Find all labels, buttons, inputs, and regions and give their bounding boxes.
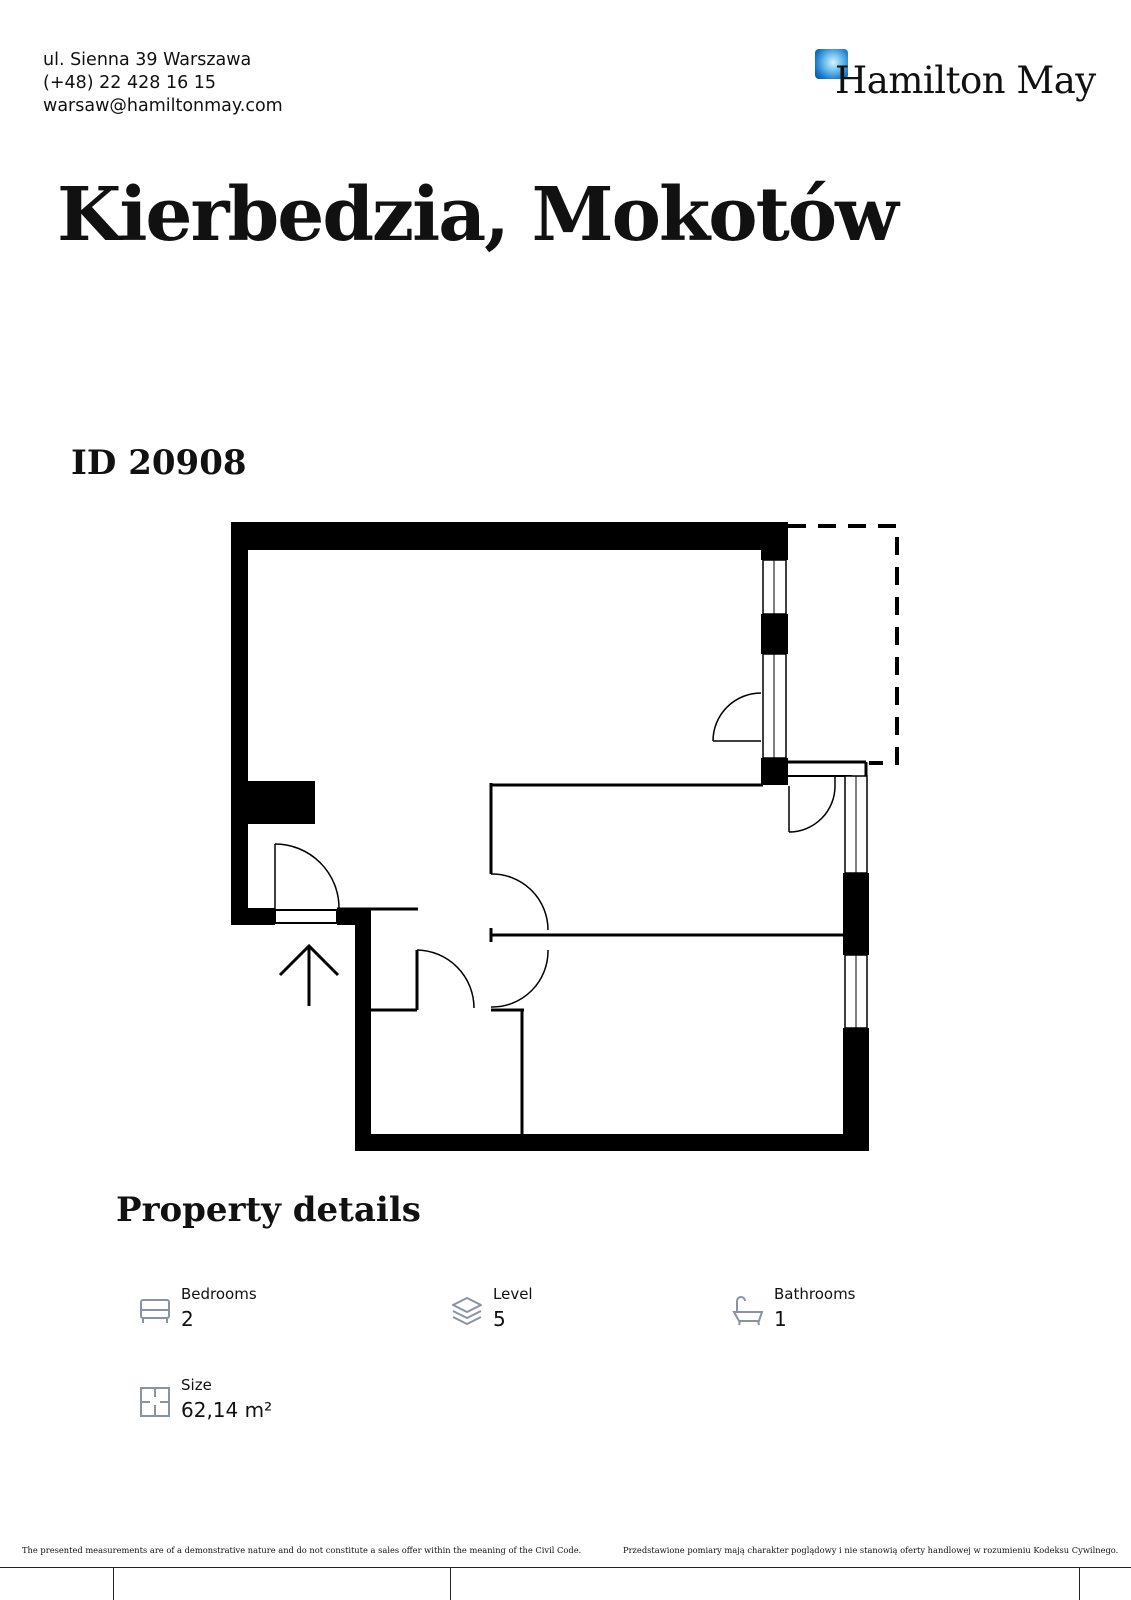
logo-square-icon — [815, 49, 848, 79]
footer-divider — [450, 1567, 451, 1600]
footer-divider — [1079, 1567, 1080, 1600]
floor-plan-icon — [140, 1387, 170, 1417]
detail-label: Bathrooms — [774, 1285, 856, 1303]
detail-label: Level — [493, 1285, 533, 1303]
detail-value: 62,14 m² — [181, 1398, 273, 1422]
floor-plan-walls — [231, 522, 869, 1151]
property-details-heading: Property details — [116, 1190, 421, 1230]
footer-divider — [113, 1567, 114, 1600]
contact-block: ul. Sienna 39 Warszawa (+48) 22 428 16 1… — [43, 49, 283, 118]
disclaimer-pl: Przedstawione pomiary mają charakter pog… — [623, 1545, 1119, 1555]
floor-plan-doors — [274, 692, 836, 1009]
detail-value: 1 — [774, 1307, 787, 1331]
footer-divider — [0, 1567, 1131, 1568]
listing-id: ID 20908 — [71, 443, 247, 483]
brand-name: Hamilton May — [835, 59, 1096, 102]
page-title: Kierbedzia, Mokotów — [57, 172, 899, 258]
contact-address: ul. Sienna 39 Warszawa — [43, 50, 252, 70]
floor-plan-windows — [274, 559, 868, 1029]
contact-email[interactable]: warsaw@hamiltonmay.com — [43, 96, 283, 116]
entrance-arrow-icon — [278, 943, 340, 1006]
detail-value: 5 — [493, 1307, 506, 1331]
detail-value: 2 — [181, 1307, 194, 1331]
disclaimer-en: The presented measurements are of a demo… — [22, 1545, 582, 1555]
layers-icon — [452, 1297, 482, 1325]
detail-label: Size — [181, 1376, 212, 1394]
detail-label: Bedrooms — [181, 1285, 257, 1303]
floor-plan — [231, 522, 899, 1151]
contact-phone[interactable]: (+48) 22 428 16 15 — [43, 73, 217, 93]
floor-plan-thin-walls — [337, 760, 868, 1136]
bed-icon — [140, 1299, 170, 1323]
brand-logo: Hamilton May — [815, 49, 1096, 105]
bathtub-icon — [732, 1296, 764, 1326]
floor-plan-balcony — [788, 524, 899, 765]
